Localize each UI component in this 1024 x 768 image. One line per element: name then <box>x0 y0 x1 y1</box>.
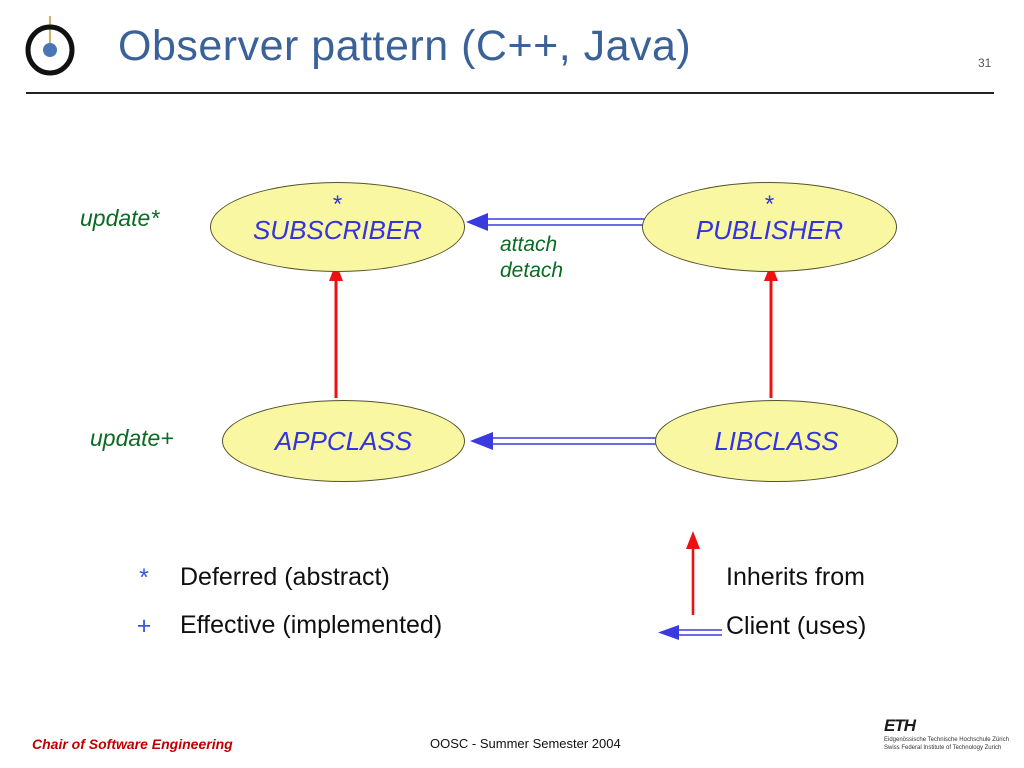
label-detach: detach <box>500 259 564 282</box>
title-divider <box>26 92 994 94</box>
node-appclass-label: APPCLASS <box>274 426 413 456</box>
legend-symbol-effective: + <box>136 612 152 640</box>
node-libclass[interactable]: LIBCLASS <box>655 400 898 482</box>
eth-logo: ETH Eidgenössische Technische Hochschule… <box>884 716 1009 752</box>
edge-appclass-to-subscriber <box>329 263 343 398</box>
legend-symbol-deferred: * <box>139 564 149 592</box>
eth-subtitle-en: Swiss Federal Institute of Technology Zu… <box>884 745 1002 752</box>
node-appclass[interactable]: APPCLASS <box>222 400 465 482</box>
legend-inherits-arrow-icon <box>686 531 700 615</box>
eth-wordmark: ETH <box>884 716 916 735</box>
node-publisher-marker: * <box>764 191 775 218</box>
slide-header: Observer pattern (C++, Java) 31 <box>0 0 1024 100</box>
edge-libclass-to-appclass <box>470 432 660 450</box>
observer-eye-logo-icon <box>22 14 78 76</box>
footer-chair-label: Chair of Software Engineering <box>32 736 233 752</box>
eth-subtitle-de: Eidgenössische Technische Hochschule Zür… <box>884 737 1009 743</box>
node-libclass-label: LIBCLASS <box>714 426 839 456</box>
page-title: Observer pattern (C++, Java) <box>118 22 692 70</box>
node-publisher[interactable]: * PUBLISHER <box>642 182 897 272</box>
legend-client-arrow-icon <box>658 625 722 640</box>
label-update-star: update* <box>80 205 160 231</box>
node-subscriber-label: SUBSCRIBER <box>252 215 423 245</box>
edge-libclass-to-publisher <box>764 263 778 398</box>
node-subscriber-marker: * <box>332 191 343 218</box>
legend-text-effective: Effective (implemented) <box>180 611 443 639</box>
node-publisher-label: PUBLISHER <box>695 215 844 245</box>
legend-arrows-icons <box>658 531 722 640</box>
slide-footer: Chair of Software Engineering OOSC - Sum… <box>0 700 1024 768</box>
diagram-edges-layer <box>329 213 778 450</box>
legend-text-client-uses: Client (uses) <box>726 612 867 640</box>
legend-text-inherits-from: Inherits from <box>726 563 865 591</box>
label-update-plus: update+ <box>90 425 174 451</box>
legend-text-deferred: Deferred (abstract) <box>180 563 390 591</box>
page-number: 31 <box>978 56 992 70</box>
footer-course-label: OOSC - Summer Semester 2004 <box>430 736 621 751</box>
node-subscriber[interactable]: * SUBSCRIBER <box>210 182 465 272</box>
edge-publisher-to-subscriber <box>466 213 645 231</box>
observer-pattern-diagram: * SUBSCRIBER * PUBLISHER APPCLASS LIBCLA… <box>0 100 1024 660</box>
label-attach: attach <box>500 233 558 256</box>
